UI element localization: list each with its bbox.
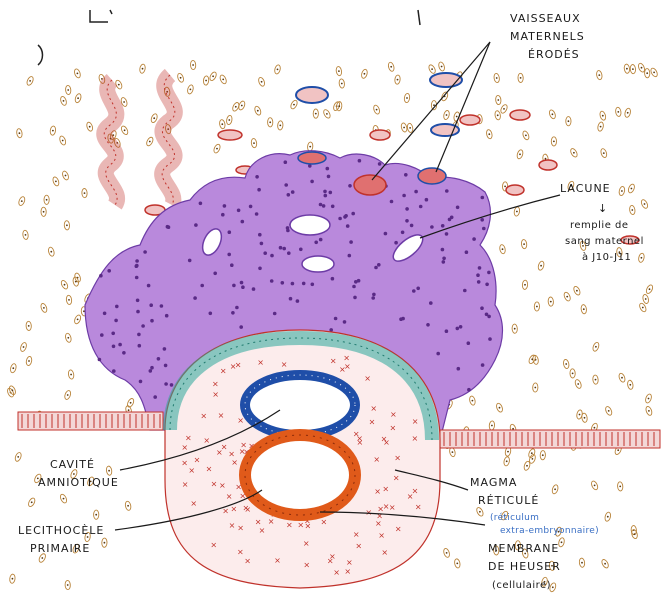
label-cavite: CAVITÉ AMNIOTIQUE (38, 458, 119, 489)
svg-text:×: × (237, 416, 244, 425)
svg-text:MAGMA: MAGMA (470, 476, 517, 489)
svg-text:VAISSEAUX: VAISSEAUX (510, 12, 581, 25)
svg-text:×: × (185, 434, 192, 443)
svg-text:×: × (412, 487, 419, 496)
svg-text:×: × (344, 362, 351, 371)
svg-text:×: × (346, 558, 353, 567)
svg-text:MEMBRANE: MEMBRANE (488, 542, 559, 555)
svg-text:×: × (203, 436, 210, 445)
svg-text:×: × (231, 458, 238, 467)
svg-text:extra-embryonnaire): extra-embryonnaire) (500, 526, 599, 536)
svg-text:×: × (239, 447, 246, 456)
svg-text:×: × (211, 479, 218, 488)
svg-text:×: × (229, 521, 236, 530)
svg-text:×: × (220, 367, 227, 376)
svg-text:×: × (329, 552, 336, 561)
svg-text:×: × (343, 353, 350, 362)
label-vaisseaux: VAISSEAUX MATERNELS ÉRODÉS (510, 12, 585, 61)
label-magma: MAGMA RÉTICULÉ (réticulum extra-embryonn… (470, 476, 599, 536)
svg-text:DE HEUSER: DE HEUSER (488, 560, 561, 573)
svg-text:MATERNELS: MATERNELS (510, 30, 585, 43)
svg-text:×: × (206, 465, 213, 474)
svg-text:×: × (210, 541, 217, 550)
svg-text:×: × (237, 547, 244, 556)
svg-text:×: × (182, 480, 189, 489)
svg-text:×: × (344, 567, 351, 576)
svg-text:×: × (274, 556, 281, 565)
svg-text:CAVITÉ: CAVITÉ (50, 458, 95, 471)
svg-text:×: × (244, 556, 251, 565)
svg-text:×: × (235, 360, 242, 369)
svg-text:×: × (395, 524, 402, 533)
svg-text:×: × (370, 404, 377, 413)
svg-text:à J10-J11: à J10-J11 (582, 251, 631, 263)
svg-text:×: × (415, 503, 422, 512)
svg-text:×: × (356, 434, 363, 443)
svg-text:×: × (218, 411, 225, 420)
svg-text:×: × (382, 485, 389, 494)
svg-text:×: × (257, 358, 264, 367)
svg-text:×: × (378, 531, 385, 540)
svg-text:×: × (303, 539, 310, 548)
svg-text:LECITHOCÈLE: LECITHOCÈLE (18, 524, 104, 537)
uterine-gland (104, 75, 175, 205)
svg-text:×: × (237, 524, 244, 533)
svg-text:×: × (212, 379, 219, 388)
svg-text:×: × (212, 390, 219, 399)
svg-text:RÉTICULÉ: RÉTICULÉ (478, 494, 539, 507)
svg-text:×: × (381, 435, 388, 444)
svg-text:×: × (353, 530, 360, 539)
svg-text:×: × (376, 511, 383, 520)
svg-text:ÉRODÉS: ÉRODÉS (528, 48, 580, 61)
svg-text:×: × (188, 466, 195, 475)
svg-text:AMNIOTIQUE: AMNIOTIQUE (38, 476, 119, 489)
svg-text:×: × (194, 456, 201, 465)
svg-text:×: × (216, 448, 223, 457)
svg-text:×: × (390, 410, 397, 419)
label-lacune: LACUNE ↓ remplie de sang maternel à J10-… (560, 182, 644, 263)
svg-text:×: × (181, 459, 188, 468)
svg-text:LACUNE: LACUNE (560, 182, 611, 195)
svg-text:×: × (373, 455, 380, 464)
svg-text:↓: ↓ (598, 202, 608, 215)
svg-text:×: × (389, 503, 396, 512)
svg-text:PRIMAIRE: PRIMAIRE (30, 542, 90, 555)
svg-text:×: × (374, 487, 381, 496)
svg-text:×: × (390, 423, 397, 432)
svg-text:×: × (381, 548, 388, 557)
svg-text:×: × (321, 518, 328, 527)
svg-text:×: × (412, 434, 419, 443)
svg-text:×: × (181, 443, 188, 452)
svg-text:×: × (226, 492, 233, 501)
svg-text:×: × (333, 568, 340, 577)
label-membrane: MEMBRANE DE HEUSER (cellulaire) (488, 542, 561, 591)
svg-text:×: × (219, 481, 226, 490)
svg-text:remplie de: remplie de (570, 220, 629, 231)
primary-yolk-sac (245, 435, 355, 515)
svg-text:×: × (200, 411, 207, 420)
svg-text:×: × (190, 499, 197, 508)
svg-text:×: × (231, 504, 238, 513)
svg-text:×: × (286, 521, 293, 530)
sketch-marks (38, 10, 420, 65)
svg-text:×: × (365, 508, 372, 517)
svg-text:×: × (330, 356, 337, 365)
svg-text:(réticulum: (réticulum (490, 512, 539, 523)
svg-text:×: × (394, 454, 401, 463)
svg-text:sang maternel: sang maternel (565, 236, 644, 247)
svg-text:×: × (369, 418, 376, 427)
svg-text:×: × (243, 504, 250, 513)
svg-text:×: × (393, 474, 400, 483)
label-lecithocele: LECITHOCÈLE PRIMAIRE (18, 524, 104, 555)
svg-text:×: × (412, 417, 419, 426)
svg-text:(cellulaire): (cellulaire) (492, 580, 551, 591)
svg-text:×: × (303, 560, 310, 569)
svg-text:×: × (281, 360, 288, 369)
svg-text:×: × (259, 526, 266, 535)
amniotic-cavity (245, 375, 355, 435)
svg-text:×: × (364, 374, 371, 383)
svg-text:×: × (355, 542, 362, 551)
